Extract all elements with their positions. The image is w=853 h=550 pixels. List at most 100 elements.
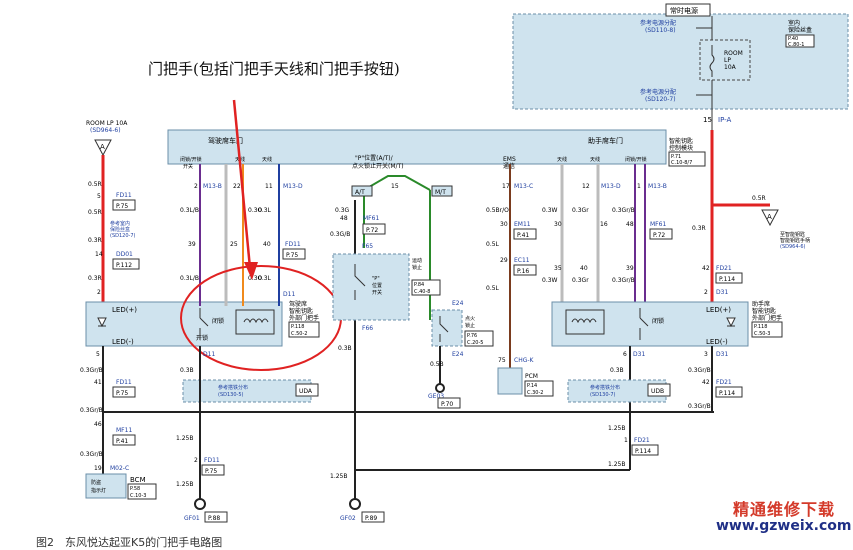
left-ref-sd120: 参考室内 <box>110 220 130 227</box>
smart-key-control-bar <box>167 129 667 165</box>
w-03l-2: 0.3L <box>258 275 272 282</box>
right-pin-3: 3 <box>704 351 708 358</box>
driver-ant-col2: 天线 <box>262 156 272 163</box>
left-power-ref: (SD964-6) <box>90 127 121 134</box>
uda-ref2: (SD130-5) <box>218 392 244 398</box>
right-power-arrow <box>761 209 779 227</box>
pin-15-top: 15 <box>703 116 712 124</box>
p16-label: P.16 <box>517 268 529 275</box>
fd11-low: FD11 <box>116 379 132 386</box>
pcm-ref: P.14 <box>527 383 537 389</box>
pos-pin-48: 48 <box>340 215 348 222</box>
at-label-box <box>351 185 373 197</box>
pas-pin-16: 16 <box>600 221 608 228</box>
pcm-ref2: C.30-2 <box>527 390 543 396</box>
right-antenna-coil <box>571 318 597 324</box>
p114-low: P.114 <box>719 390 735 397</box>
p112-box <box>112 258 140 270</box>
left-wire-03r: 0.3R <box>88 237 102 244</box>
p114-box <box>715 272 743 284</box>
p16-box <box>513 264 537 276</box>
smart-key-ref: P.71 <box>671 154 681 160</box>
p79-label2: C.20-5 <box>467 340 483 346</box>
e24-desc: 点火 <box>465 316 475 322</box>
f65-label: F65 <box>362 243 373 250</box>
pas-pin-39: 39 <box>626 265 634 272</box>
gf01-label: GF01 <box>184 515 200 522</box>
ge03-ground <box>435 383 445 393</box>
pas-mf61: MF61 <box>650 221 666 228</box>
pas-03w2: 0.3W <box>542 277 558 284</box>
pos-03g: 0.3G <box>335 207 350 214</box>
pin-15-pos: 15 <box>391 183 399 190</box>
f66-label: F66 <box>362 325 373 332</box>
w-03l: 0.3L <box>258 207 272 214</box>
pas-pin-48: 48 <box>626 221 634 228</box>
position-switch-label: "P"位置(A/T)/ <box>355 154 394 162</box>
pin-22: 22 <box>233 183 241 190</box>
e24-05b: 0.5B <box>430 361 444 368</box>
fuse-ref-2b: (SD120-7) <box>645 96 676 103</box>
pos-switch-module <box>332 253 410 321</box>
left-power-label: ROOM LP 10A <box>86 120 128 127</box>
p84-box <box>411 279 441 296</box>
fd21-label: FD21 <box>716 265 732 272</box>
mt-label: M/T <box>435 189 446 196</box>
left-handle-name: 驾驶席 <box>289 300 307 308</box>
em11-label: EM11 <box>514 221 531 228</box>
left-pin-2: 2 <box>97 289 101 296</box>
at-label: A/T <box>355 189 365 196</box>
right-lock-label: 闭锁 <box>652 317 664 325</box>
left-unlock-label: 开锁 <box>196 334 208 342</box>
right-handle-module <box>551 301 749 347</box>
ems-pin-30: 30 <box>500 221 508 228</box>
w-125b: 1.25B <box>176 435 193 442</box>
fuse-symbol <box>709 45 715 77</box>
pos-03b: 0.3B <box>338 345 352 352</box>
pcm-ref-box <box>524 380 554 397</box>
right-handle-name3: 外部门把手 <box>752 314 782 322</box>
driver-door-label: 驾驶席车门 <box>208 136 243 145</box>
right-pin-2: 2 <box>704 289 708 296</box>
m02c-label: M02-C <box>110 465 129 472</box>
fuse-ref-1: 参考电源分配 <box>640 19 676 27</box>
ems-pin-17: 17 <box>502 183 510 190</box>
e24-switch <box>439 316 449 342</box>
w-03gr-2: 0.3Gr/B <box>80 407 103 414</box>
pin-2-m13b: 2 <box>194 183 198 190</box>
fd21-ground: FD21 <box>634 437 650 444</box>
fd11-mid: FD11 <box>285 241 301 248</box>
pin-2-fd11: 2 <box>194 457 198 464</box>
ems-pin-29: 29 <box>500 257 508 264</box>
annotation-arrow <box>232 99 252 269</box>
left-pin-14: 14 <box>95 251 103 258</box>
dd01-label: DD01 <box>116 251 133 258</box>
right-03b: 0.3B <box>610 367 624 374</box>
ems-05l2: 0.5L <box>486 285 500 292</box>
watermark-brand: 精通维修下载 <box>733 500 836 519</box>
mt-label-box <box>431 185 453 197</box>
right-led-plus: LED(+) <box>706 306 731 314</box>
fuse-ref-2: 参考电源分配 <box>640 88 676 96</box>
fuse-block-label: 室内 <box>788 19 800 27</box>
right-antenna-frame <box>565 309 605 335</box>
left-pin-5b: 5 <box>96 351 100 358</box>
p75-ground: P.75 <box>205 468 217 475</box>
right-handle-ref-box <box>751 321 783 338</box>
pas-m13b: M13-B <box>648 183 667 190</box>
pin-40: 40 <box>263 241 271 248</box>
p75-mid: P.75 <box>286 252 298 259</box>
left-handle-name2: 智能钥匙 <box>289 307 313 315</box>
fd11-box <box>112 199 136 211</box>
left-ref-sd120c: (SD120-7) <box>110 233 136 239</box>
w-03lb: 0.3L/B <box>180 207 199 214</box>
pas-ant: 天线 <box>557 156 567 163</box>
w-03gr-3: 0.3Gr/B <box>80 451 103 458</box>
p88-box <box>204 511 228 523</box>
right-led-icon <box>726 317 736 328</box>
p114-ground-box <box>631 444 659 456</box>
left-led-plus: LED(+) <box>112 306 137 314</box>
power-label-box <box>665 3 711 17</box>
w-03o: 0.3O <box>248 207 263 214</box>
right-handle-ref: P.118 <box>754 324 767 330</box>
